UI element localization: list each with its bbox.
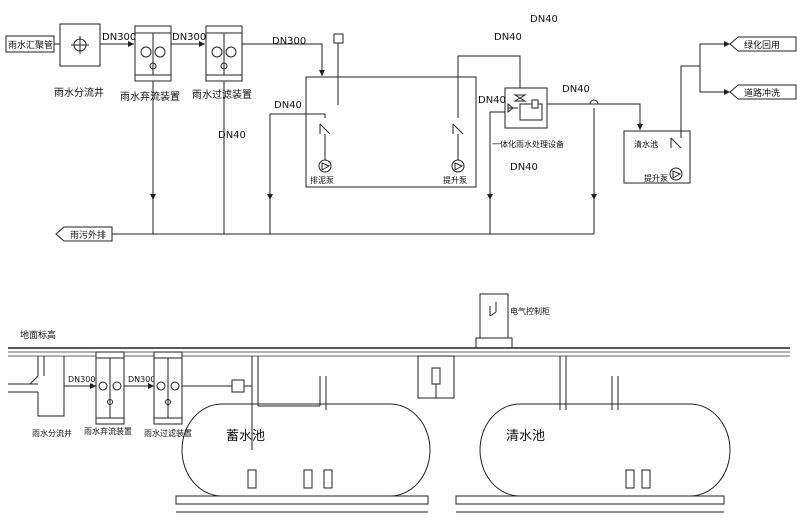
flow-diagram: 雨水汇聚管 雨水分流井 DN300 雨水弃流装置 DN300 bbox=[5, 14, 797, 242]
section-filter-label: 雨水过滤装置 bbox=[144, 428, 192, 438]
outlet-green-label: 绿化回用 bbox=[744, 39, 780, 51]
diversion-well-label: 雨水分流井 bbox=[54, 86, 104, 99]
dn40-top1-label: DN40 bbox=[530, 14, 558, 25]
pipe-reuse-main bbox=[680, 65, 700, 138]
integrated-unit-label: 一体化雨水处理设备 bbox=[492, 139, 564, 149]
section-inlet-pipe bbox=[182, 379, 245, 393]
sludge-pump-label: 排泥泵 bbox=[310, 175, 334, 185]
sewage-out-label: 雨污外排 bbox=[70, 229, 106, 241]
section-diversion-well bbox=[8, 356, 65, 417]
ground-level-label: 地面标高 bbox=[20, 329, 56, 341]
section-filter-device bbox=[153, 351, 183, 425]
dn40-unit-label: DN40 bbox=[478, 95, 506, 106]
integrated-unit-symbol bbox=[504, 87, 548, 129]
discard-device-label: 雨水弃流装置 bbox=[120, 90, 180, 103]
sewage-out-tag bbox=[55, 226, 113, 242]
section-discard-label: 雨水弃流装置 bbox=[84, 426, 132, 436]
dn300-label-2: DN300 bbox=[172, 32, 206, 43]
dn40-right-label: DN40 bbox=[562, 84, 590, 95]
dn40-under-label: DN40 bbox=[510, 162, 538, 173]
control-cabinet-symbol bbox=[479, 293, 509, 339]
section-diagram: 电气控制柜 地面标高 雨水分流井 DN300 雨水弃流装置 bbox=[8, 293, 790, 513]
section-diversion-label: 雨水分流井 bbox=[32, 428, 72, 438]
lift-pump-1-label: 提升泵 bbox=[443, 175, 467, 185]
storage-tank-box bbox=[305, 76, 477, 188]
clear-tank-vessel bbox=[479, 356, 731, 497]
outlet-road-tag bbox=[729, 84, 797, 100]
discard-device-symbol bbox=[134, 25, 172, 82]
lift-pump-2-symbol bbox=[669, 137, 683, 181]
inlet-label: 雨水汇聚管 bbox=[8, 39, 53, 51]
dn300-label-1: DN300 bbox=[102, 32, 136, 43]
filter-device-label: 雨水过滤装置 bbox=[192, 88, 252, 101]
storage-tank-label: 蓄水池 bbox=[226, 429, 265, 444]
storage-foundation bbox=[175, 495, 429, 505]
pipe-unit-drain bbox=[489, 111, 505, 234]
section-dn300-label-1: DN300 bbox=[68, 375, 95, 384]
outlet-green-tag bbox=[729, 36, 797, 52]
dn40-top2-label: DN40 bbox=[494, 32, 522, 43]
filter-device-symbol bbox=[205, 25, 243, 82]
dn40-left-label: DN40 bbox=[274, 100, 302, 111]
dn40-mid-label: DN40 bbox=[218, 130, 246, 141]
dn300-label-3: DN300 bbox=[272, 36, 306, 47]
section-discard-device bbox=[95, 351, 125, 425]
sludge-pump-symbol bbox=[318, 123, 332, 173]
clear-tank-section-label: 清水池 bbox=[506, 429, 545, 444]
clear-foundation bbox=[455, 495, 725, 505]
pipe-dn300-3 bbox=[242, 43, 323, 76]
clear-tank-label: 清水池 bbox=[634, 139, 658, 149]
pipe-sludge-discharge bbox=[269, 113, 326, 234]
control-cabinet-label: 电气控制柜 bbox=[510, 306, 550, 316]
level-sensor-symbol bbox=[333, 33, 344, 44]
lift-pump-2-label: 提升泵 bbox=[644, 173, 668, 183]
section-dn300-label-2: DN300 bbox=[128, 375, 155, 384]
outlet-road-label: 道路冲洗 bbox=[744, 87, 780, 99]
section-pumps bbox=[247, 469, 651, 489]
lift-pump-1-symbol bbox=[451, 123, 465, 173]
pipe-lift-to-unit bbox=[457, 55, 521, 118]
